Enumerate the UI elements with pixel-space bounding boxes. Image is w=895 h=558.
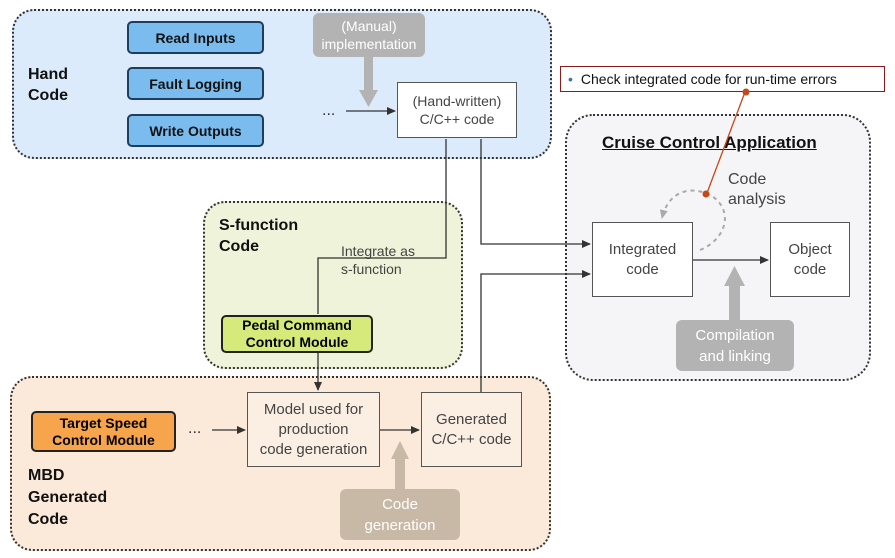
callout-pointer-line — [706, 91, 746, 194]
callout-text: Check integrated code for run-time error… — [580, 71, 837, 87]
codegen-line2: generation — [364, 516, 436, 534]
callout-pointer-dot-top — [742, 88, 750, 96]
compile-line2: and linking — [699, 347, 771, 365]
hand-code-ellipsis: ... — [322, 102, 336, 119]
object-line1: Object — [788, 240, 832, 258]
read-inputs-label: Read Inputs — [155, 29, 236, 46]
generated-code-box: Generated C/C++ code — [421, 392, 522, 467]
integrate-sfunction-line — [317, 139, 447, 314]
object-line2: code — [793, 260, 827, 278]
manual-down-arrow — [359, 57, 378, 107]
handwritten-line1: (Hand-written) — [412, 93, 502, 109]
sfunction-label: S-function Code — [219, 215, 298, 257]
compile-up-arrow — [724, 266, 745, 321]
integrated-line1: Integrated — [608, 240, 677, 258]
sfunction-label-line1: S-function — [219, 217, 299, 234]
manual-tag-line2: implementation — [321, 36, 417, 52]
callout-bullet: • — [568, 71, 573, 87]
hand-code-label-line1: Hand — [28, 66, 68, 83]
pedal-line1: Pedal Command — [242, 317, 352, 333]
integrated-line2: code — [626, 260, 659, 278]
model-line2: production — [278, 420, 349, 438]
sfunction-label-line2: Code — [219, 238, 259, 255]
callout-pointer-dot-bottom — [702, 190, 710, 198]
target-speed-module[interactable]: Target Speed Control Module — [31, 411, 176, 452]
code-generation-tag: Code generation — [340, 489, 460, 540]
hand-code-label: Hand Code — [28, 64, 68, 106]
generated-line1: Generated — [436, 410, 507, 428]
generated-line2: C/C++ code — [431, 430, 512, 448]
target-line2: Control Module — [52, 431, 155, 448]
runtime-error-callout: • Check integrated code for run-time err… — [560, 66, 885, 92]
integrated-code-box: Integrated code — [592, 222, 693, 297]
model-line3: code generation — [259, 440, 368, 458]
mbd-label-line1: MBD — [28, 467, 65, 484]
model-line1: Model used for — [263, 400, 364, 418]
handwritten-line2: C/C++ code — [419, 111, 495, 127]
manual-implementation-tag: (Manual) implementation — [313, 13, 425, 57]
pedal-line2: Control Module — [245, 334, 349, 350]
codegen-up-arrow — [391, 441, 409, 490]
code-analysis-loop — [659, 189, 726, 251]
analysis-line2: analysis — [728, 191, 786, 208]
generated-to-integrated-arrow — [480, 270, 591, 392]
handwritten-to-integrated-arrow — [480, 139, 591, 248]
write-outputs-button[interactable]: Write Outputs — [127, 114, 264, 147]
integrate-as-sfunction-note: Integrate as s-function — [341, 242, 415, 278]
codegen-line1: Code — [382, 495, 418, 513]
handwritten-code-box: (Hand-written) C/C++ code — [397, 82, 517, 138]
integrate-line2: s-function — [341, 261, 402, 277]
fault-logging-label: Fault Logging — [149, 75, 242, 92]
hand-code-label-line2: Code — [28, 87, 68, 104]
mbd-ellipsis: ... — [188, 420, 202, 437]
write-outputs-label: Write Outputs — [149, 122, 242, 139]
mbd-label-line3: Code — [28, 511, 68, 528]
pedal-command-module[interactable]: Pedal Command Control Module — [221, 315, 373, 353]
cruise-control-title: Cruise Control Application — [602, 133, 817, 152]
target-line1: Target Speed — [59, 414, 148, 431]
analysis-line1: Code — [728, 171, 767, 188]
mbd-label-line2: Generated — [28, 489, 108, 506]
mbd-label: MBD Generated Code — [28, 465, 107, 531]
fault-logging-button[interactable]: Fault Logging — [127, 67, 264, 100]
integrate-line1: Integrate as — [341, 243, 415, 259]
model-box: Model used for production code generatio… — [247, 392, 380, 467]
manual-tag-line1: (Manual) — [341, 18, 397, 34]
code-analysis-note: Code analysis — [728, 170, 786, 210]
object-code-box: Object code — [770, 222, 850, 297]
read-inputs-button[interactable]: Read Inputs — [127, 21, 264, 54]
compilation-linking-tag: Compilation and linking — [676, 320, 794, 371]
compile-line1: Compilation — [695, 326, 775, 344]
